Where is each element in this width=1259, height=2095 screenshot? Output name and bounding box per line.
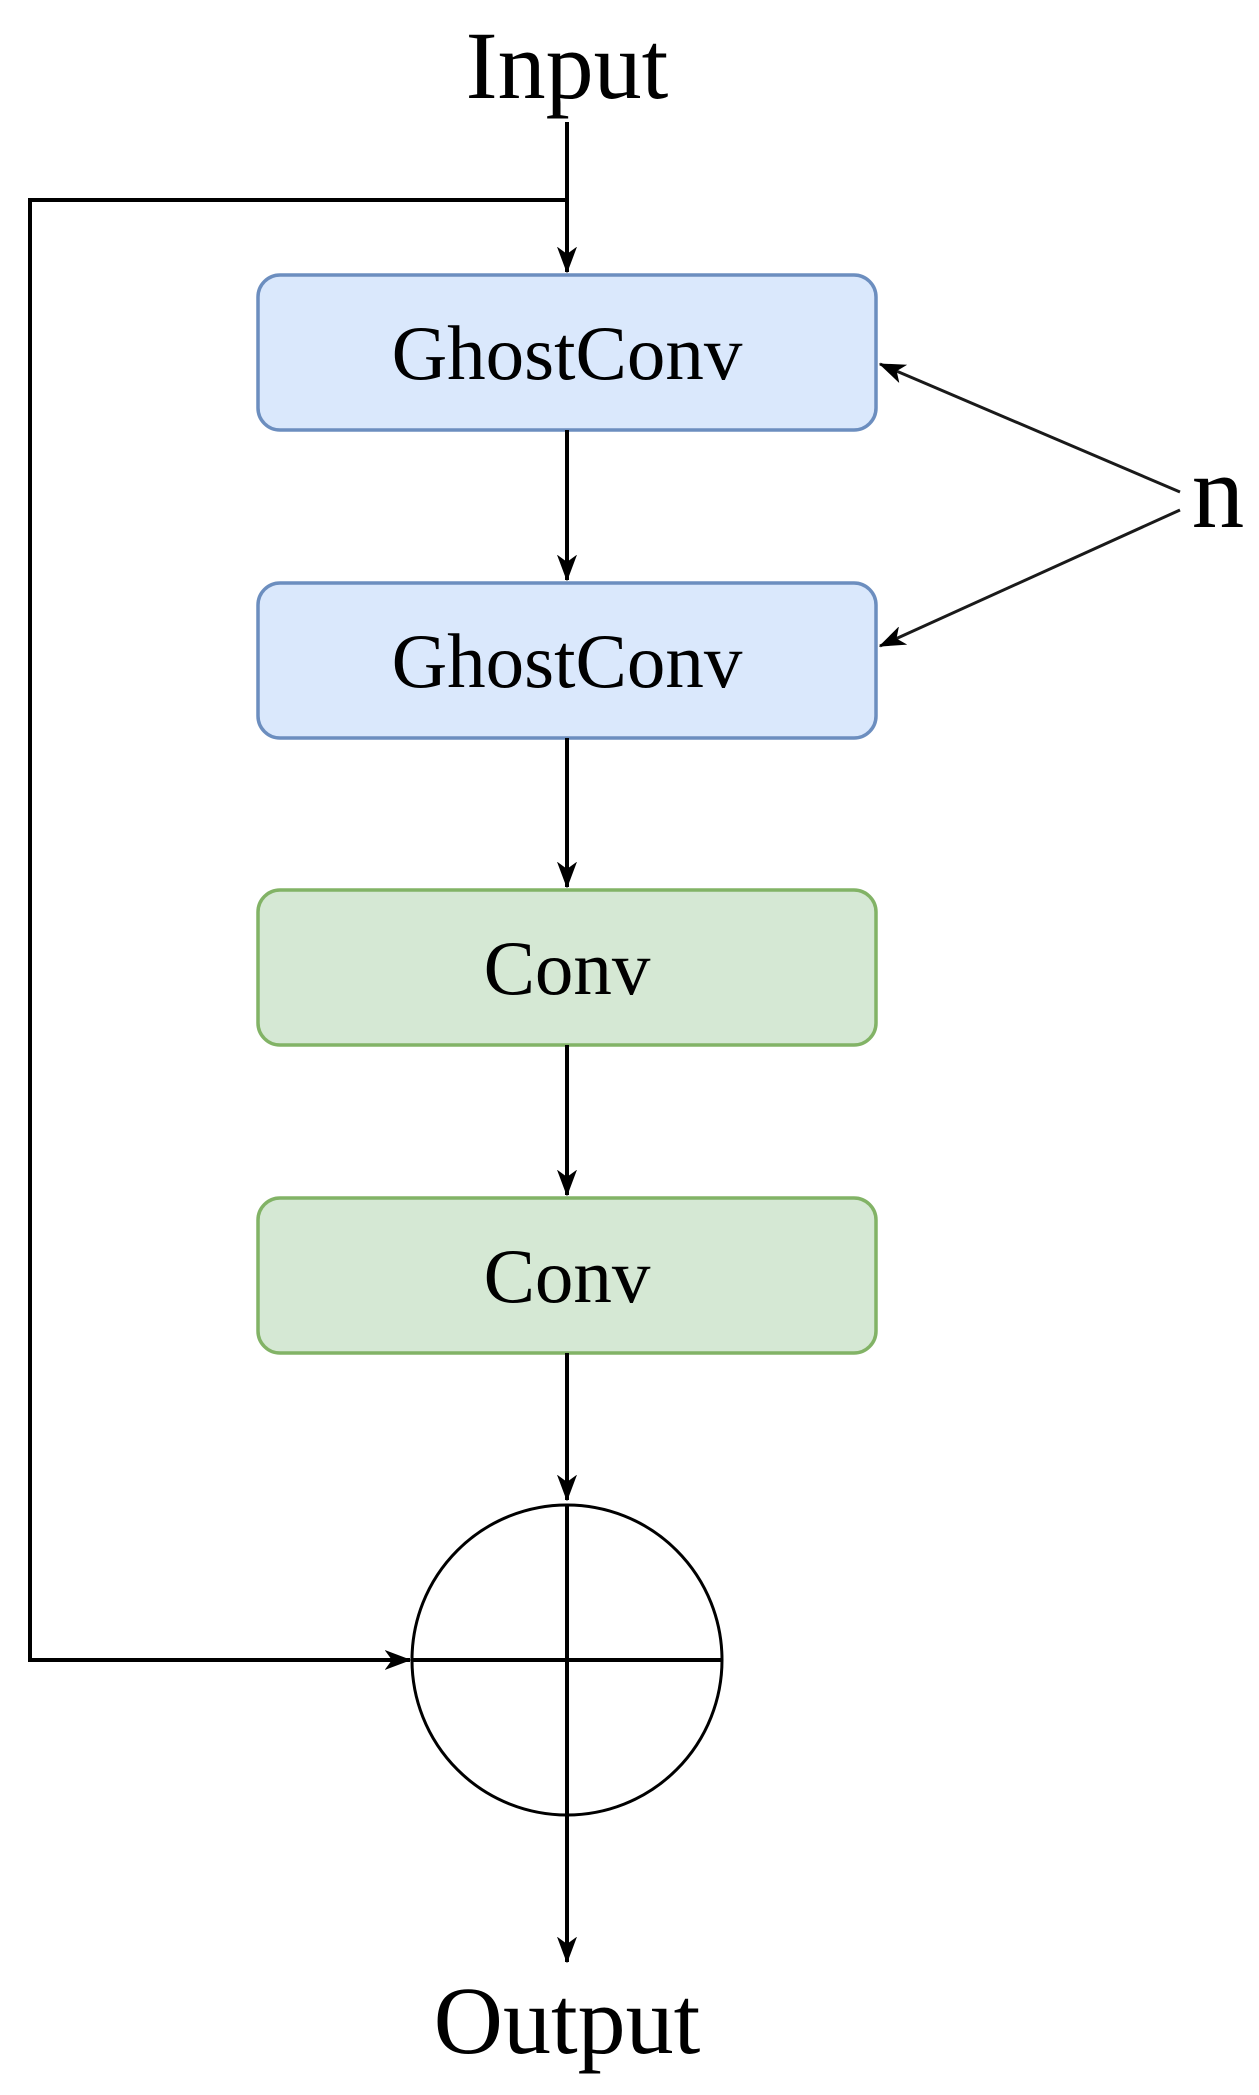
block-conv-2-label: Conv — [484, 1233, 651, 1319]
output-label: Output — [434, 1967, 701, 2074]
block-ghostconv-1-label: GhostConv — [392, 310, 743, 396]
edge-skip-connection — [28, 198, 567, 1660]
block-conv-1-label: Conv — [484, 925, 651, 1011]
edge-n-to-ghostconv2 — [880, 508, 1181, 648]
add-operator-icon — [410, 1503, 724, 1962]
repeat-count-label: n — [1192, 433, 1245, 550]
input-label: Input — [466, 12, 669, 119]
block-ghostconv-2-label: GhostConv — [392, 618, 743, 704]
edge-n-to-ghostconv1 — [880, 362, 1181, 494]
